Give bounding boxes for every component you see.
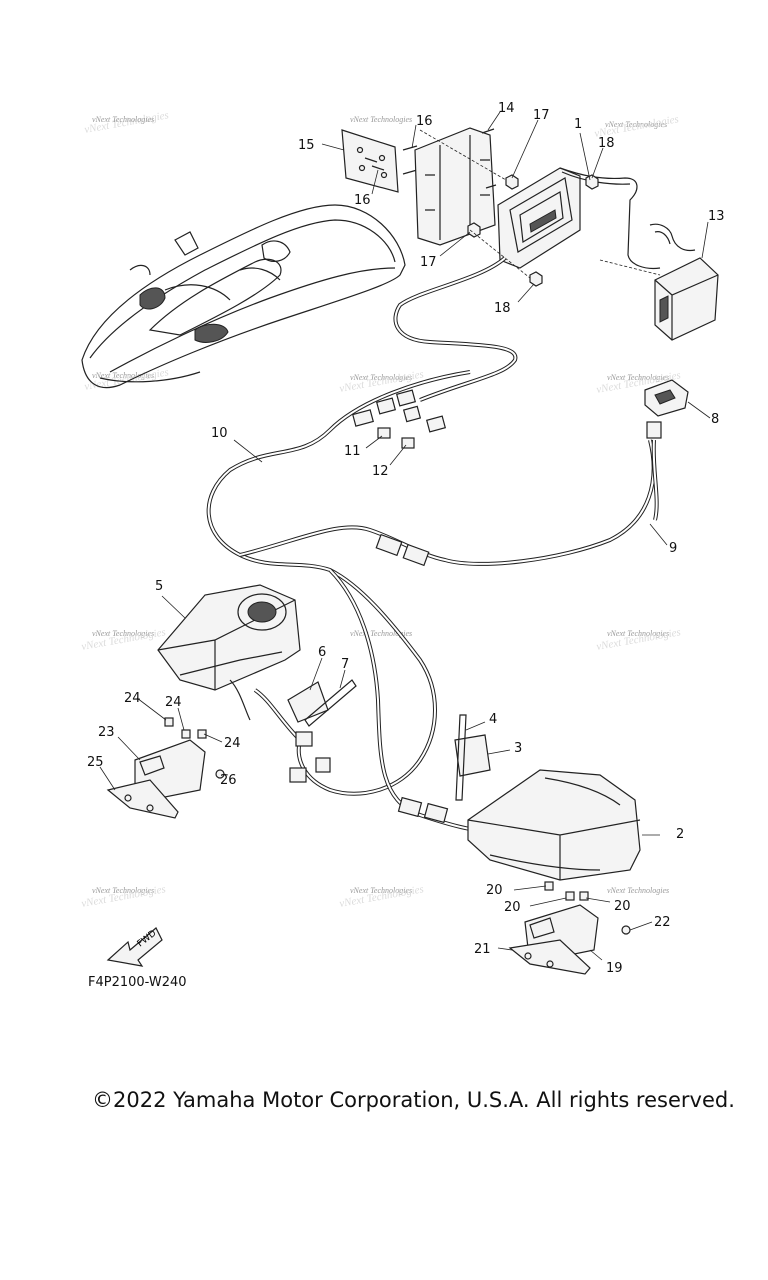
callout-24: 24 (124, 691, 141, 706)
callout-6: 6 (318, 645, 326, 660)
watermark: vNext Technologies (92, 886, 154, 895)
callout-22: 22 (654, 915, 671, 930)
callout-20: 20 (614, 899, 631, 914)
callout-15: 15 (298, 138, 315, 153)
callout-1: 1 (574, 117, 582, 132)
callout-17: 17 (533, 108, 550, 123)
watermark: vNext Technologies (607, 373, 669, 382)
callout-12: 12 (372, 464, 389, 479)
callout-25: 25 (87, 755, 104, 770)
callout-5: 5 (155, 579, 163, 594)
callout-16: 16 (354, 193, 371, 208)
housing-2 (454, 714, 641, 881)
callout-20: 20 (504, 900, 521, 915)
callout-20: 20 (486, 883, 503, 898)
watermark: vNext Technologies (605, 120, 667, 129)
callout-9: 9 (669, 541, 677, 556)
callout-2: 2 (676, 827, 684, 842)
pads-6-7 (287, 679, 357, 727)
callout-18: 18 (494, 301, 511, 316)
ecu-unit-1 (497, 167, 661, 270)
callout-8: 8 (711, 412, 719, 427)
watermark: vNext Technologies (350, 115, 412, 124)
watermark: vNext Technologies (92, 115, 154, 124)
callout-10: 10 (211, 426, 228, 441)
callout-21: 21 (474, 942, 491, 957)
copyright-notice: ©2022 Yamaha Motor Corporation, U.S.A. A… (92, 1088, 735, 1112)
callout-18: 18 (598, 136, 615, 151)
callout-11: 11 (344, 444, 361, 459)
bracket-23-25 (106, 717, 225, 819)
watermark: vNext Technologies (350, 629, 412, 638)
watermark: vNext Technologies (607, 629, 669, 638)
callout-23: 23 (98, 725, 115, 740)
callout-17: 17 (420, 255, 437, 270)
fasteners-top (419, 128, 661, 287)
callout-24: 24 (165, 695, 182, 710)
callouts: 1 2 3 4 5 6 7 8 9 10 11 12 13 14 15 16 1… (87, 101, 725, 976)
callout-24: 24 (224, 736, 241, 751)
watermark: vNext Technologies (350, 373, 412, 382)
drawing-code: F4P2100-W240 (88, 975, 187, 990)
watermark: vNext Technologies (92, 629, 154, 638)
callout-26: 26 (220, 773, 237, 788)
forward-direction-arrow: FWD (106, 927, 163, 967)
housing-5 (157, 584, 301, 721)
watercraft-illustration (81, 204, 406, 389)
bracket-14 (414, 127, 496, 246)
callout-16: 16 (416, 114, 433, 129)
watermark: vNext Technologies (92, 371, 154, 380)
bracket-19-21 (508, 881, 631, 975)
callout-14: 14 (498, 101, 515, 116)
wire-harness-10 (206, 256, 656, 832)
callout-4: 4 (489, 712, 497, 727)
callout-19: 19 (606, 961, 623, 976)
switch-8 (644, 379, 689, 521)
module-13 (649, 223, 719, 341)
leader-lines (99, 111, 711, 961)
callout-3: 3 (514, 741, 522, 756)
watermark: vNext Technologies (607, 886, 669, 895)
watermark: vNext Technologies (350, 886, 412, 895)
callout-7: 7 (341, 657, 349, 672)
bracket-plate-15 (341, 129, 418, 193)
callout-13: 13 (708, 209, 725, 224)
